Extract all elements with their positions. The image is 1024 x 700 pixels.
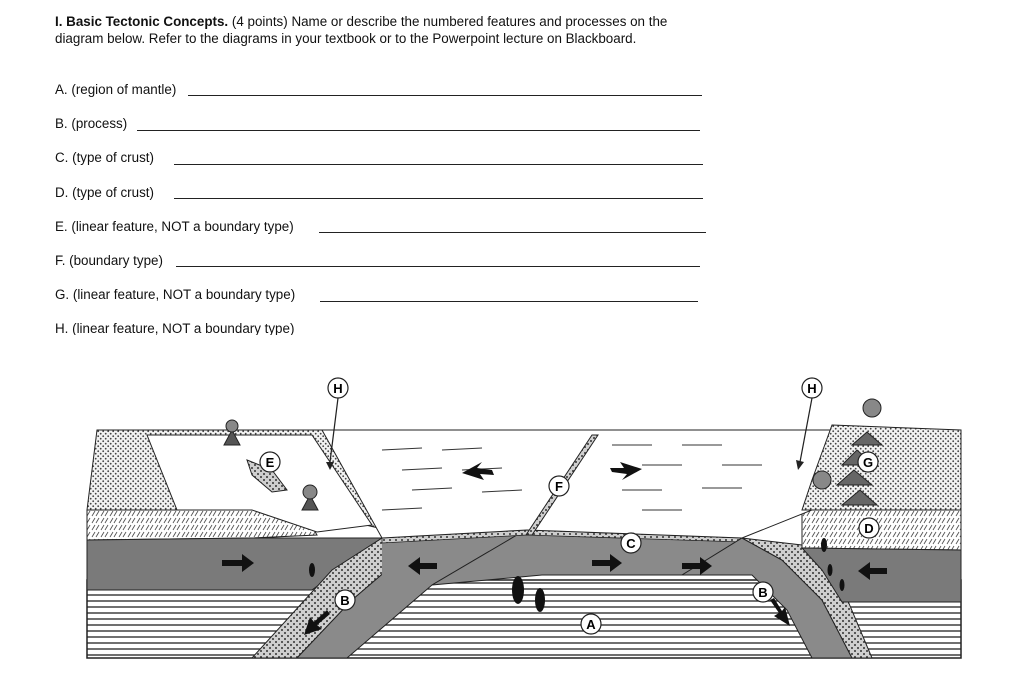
section-title: I. Basic Tectonic Concepts. [55, 14, 229, 29]
marker-c: C [620, 532, 642, 554]
marker-f-label: F [555, 479, 563, 494]
marker-h-right-label: H [807, 381, 816, 396]
answer-line-a[interactable] [188, 95, 702, 96]
instructions: Name or describe the numbered features a… [55, 14, 668, 46]
marker-h-right: H [801, 377, 823, 399]
ocean-water-lines [381, 444, 762, 511]
question-g-label: G. (linear feature, NOT a boundary type) [55, 287, 296, 302]
marker-h-left: H [327, 377, 349, 399]
marker-d: D [858, 517, 880, 539]
question-f-label: F. (boundary type) [55, 253, 163, 268]
question-e-label: E. (linear feature, NOT a boundary type) [55, 219, 294, 234]
volcano-center [301, 493, 319, 511]
ocean-surface [321, 429, 884, 539]
intro-paragraph: I. Basic Tectonic Concepts. (4 points) N… [55, 13, 715, 47]
magma-bodies [309, 538, 845, 612]
marker-g-label: G [863, 455, 873, 470]
right-continent-surface [801, 424, 962, 511]
marker-c-label: C [626, 536, 636, 551]
question-c-label: C. (type of crust) [55, 150, 154, 165]
pointer-h-right [799, 397, 813, 463]
question-h-label: H. (linear feature, NOT a boundary type) [55, 321, 295, 335]
pointer-h-left [329, 397, 339, 463]
motion-arrows [222, 462, 887, 635]
marker-f: F [548, 475, 570, 497]
marker-e-label: E [266, 455, 275, 470]
question-f: F. (boundary type) [55, 253, 163, 271]
question-d: D. (type of crust) [55, 185, 154, 203]
ash-cloud-right [812, 470, 832, 490]
answer-line-b[interactable] [137, 130, 700, 131]
question-d-label: D. (type of crust) [55, 185, 154, 200]
question-e: E. (linear feature, NOT a boundary type) [55, 219, 294, 237]
points: (4 points) [231, 14, 288, 29]
marker-a-label: A [586, 617, 596, 632]
marker-b-right-label: B [758, 585, 767, 600]
marker-h-left-label: H [333, 381, 342, 396]
ash-cloud-center [302, 484, 318, 500]
answer-line-g[interactable] [320, 301, 698, 302]
answer-line-c[interactable] [174, 164, 703, 165]
question-a: A. (region of mantle) [55, 82, 176, 100]
question-b-label: B. (process) [55, 116, 128, 131]
answer-line-e[interactable] [319, 232, 706, 233]
marker-b-left-label: B [340, 593, 349, 608]
question-h: H. (linear feature, NOT a boundary type) [55, 321, 294, 335]
marker-b-left: B [334, 589, 356, 611]
marker-b-right: B [752, 581, 774, 603]
answer-line-f[interactable] [176, 266, 700, 267]
ash-cloud-right-top [862, 398, 882, 418]
marker-g: G [857, 451, 879, 473]
ash-cloud-left [225, 419, 239, 433]
marker-d-label: D [864, 521, 873, 536]
question-b: B. (process) [55, 116, 127, 134]
question-h-clip: H. (linear feature, NOT a boundary type) [0, 319, 700, 335]
question-c: C. (type of crust) [55, 150, 154, 168]
question-a-label: A. (region of mantle) [55, 82, 177, 97]
volcano-left [223, 428, 241, 446]
question-g: G. (linear feature, NOT a boundary type) [55, 287, 295, 305]
marker-e: E [259, 451, 281, 473]
marker-a: A [580, 613, 602, 635]
answer-line-d[interactable] [174, 198, 703, 199]
plate-tectonics-diagram: H H E F G C D B [86, 377, 962, 659]
